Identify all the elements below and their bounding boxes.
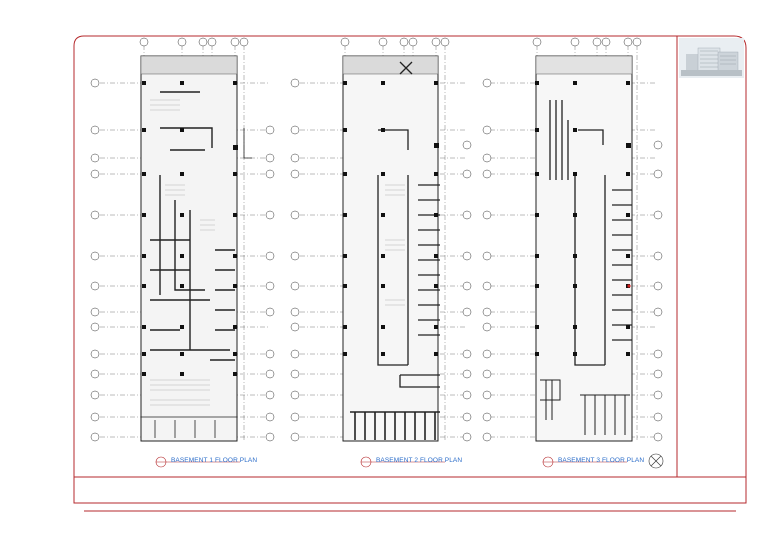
plan-title-basement-1: BASEMENT 1 FLOOR PLAN	[171, 457, 258, 464]
building-rendering-thumbnail	[679, 38, 744, 78]
plan-title-basement-3: BASEMENT 3 FLOOR PLAN	[558, 457, 645, 464]
plan-title-basement-2: BASEMENT 2 FLOOR PLAN	[376, 457, 463, 464]
sheet-border	[73, 35, 747, 512]
north-arrow-icon	[648, 453, 664, 469]
basement-3-floor-plan	[482, 37, 663, 442]
basement-2-floor-plan	[290, 37, 472, 442]
plan-title-markers	[155, 456, 627, 468]
basement-1-floor-plan	[90, 37, 275, 442]
